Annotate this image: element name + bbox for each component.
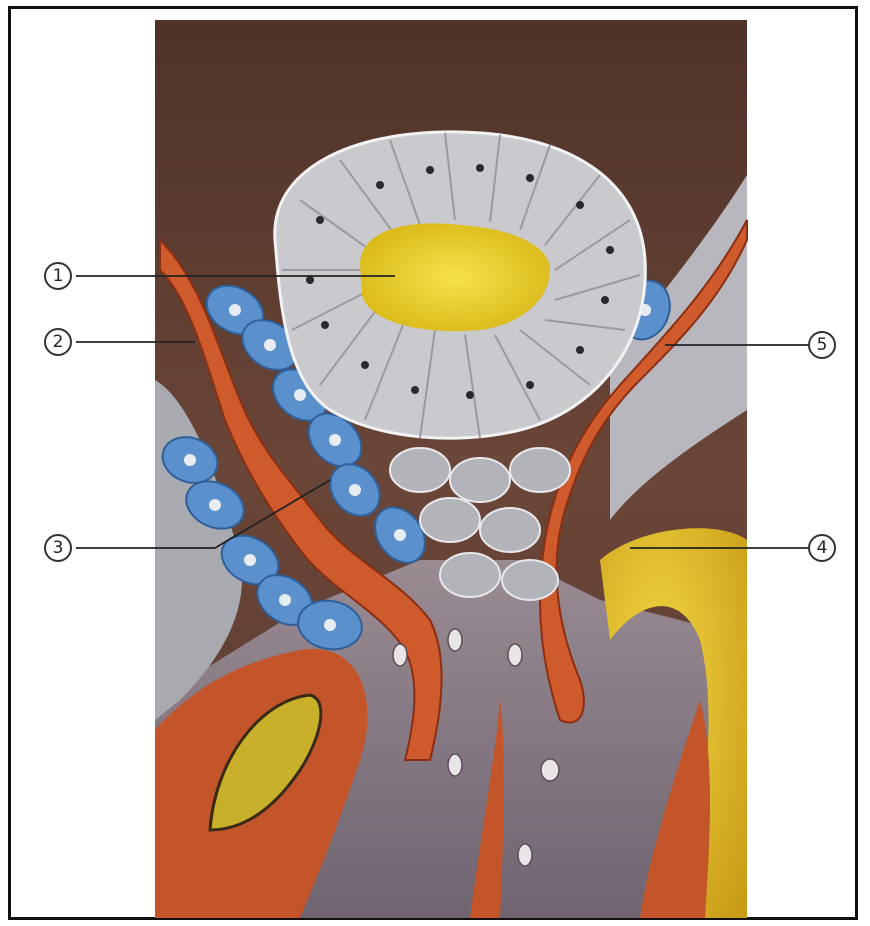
callout-1: 1: [44, 262, 72, 290]
callout-2: 2: [44, 328, 72, 356]
callout-1-label: 1: [53, 266, 64, 286]
callout-3-label: 3: [53, 538, 64, 558]
acinus-lumen: [360, 223, 550, 331]
callout-5: 5: [808, 331, 836, 359]
callout-2-label: 2: [53, 332, 64, 352]
callout-4-label: 4: [817, 538, 828, 558]
acinus: [275, 132, 646, 438]
callout-5-label: 5: [817, 335, 828, 355]
callout-4: 4: [808, 534, 836, 562]
callout-3: 3: [44, 534, 72, 562]
